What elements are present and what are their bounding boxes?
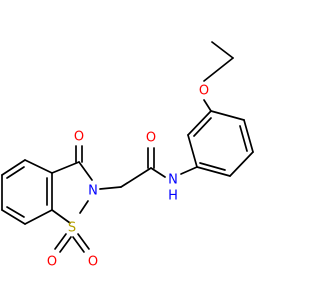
atom-n-ring: N <box>88 184 98 199</box>
atom-n-amide: N <box>168 173 178 188</box>
bond-ethyl-o <box>203 57 234 82</box>
atom-h-amide: H <box>168 189 178 204</box>
bond-aryl-e <box>187 134 198 168</box>
atom-o-ring-carbonyl: O <box>74 130 84 145</box>
bond-aryl-inner-c <box>193 117 212 137</box>
bond-aryl-c <box>229 151 254 177</box>
bond-benzo-inner-a <box>6 166 25 179</box>
bond-aryl-b <box>243 119 254 153</box>
bond-benzo-a <box>24 159 53 174</box>
atom-o-sulfonyl-left: O <box>47 255 57 270</box>
bond-ethyl <box>211 41 234 59</box>
bond-so-right-b <box>72 236 85 253</box>
bond-aryl-f <box>187 110 212 136</box>
bond-o-aryl <box>203 99 212 112</box>
single-bonds <box>1 41 254 225</box>
atom-o-amide-carbonyl: O <box>146 131 156 146</box>
structure-canvas: O O N H O N S O O <box>1 41 254 270</box>
bond-so-right-a <box>77 233 90 250</box>
bond-nring-s <box>79 200 89 214</box>
bond-so-left-a <box>54 233 67 250</box>
bond-n-carbonyl <box>150 167 166 178</box>
bond-c3-c3a <box>51 161 80 174</box>
bond-benzo-inner-b <box>6 206 25 218</box>
bond-s-c7a <box>51 209 71 224</box>
bond-aryl-a <box>210 110 245 121</box>
bond-ch2-nring <box>99 186 122 190</box>
double-bonds <box>6 117 248 253</box>
bond-benzo-e <box>24 209 53 225</box>
bond-aryl-n <box>180 166 198 175</box>
atom-labels: O O N H O N S O O <box>47 84 209 270</box>
bond-nring-c3 <box>78 161 93 181</box>
bond-aryl-d <box>196 166 231 177</box>
bond-benzo-d <box>1 209 26 225</box>
bond-so-left-b <box>59 236 72 253</box>
bond-carbonyl-ch2 <box>120 167 152 188</box>
atom-s-ring: S <box>68 221 76 236</box>
bond-aryl-inner-b <box>199 162 226 171</box>
bond-aryl-inner-a <box>239 125 248 152</box>
atom-o-sulfonyl-right: O <box>88 255 98 270</box>
atom-o-ether: O <box>199 84 209 99</box>
molecule-drawing: O O N H O N S O O <box>1 41 254 270</box>
bond-benzo-b <box>1 159 26 176</box>
